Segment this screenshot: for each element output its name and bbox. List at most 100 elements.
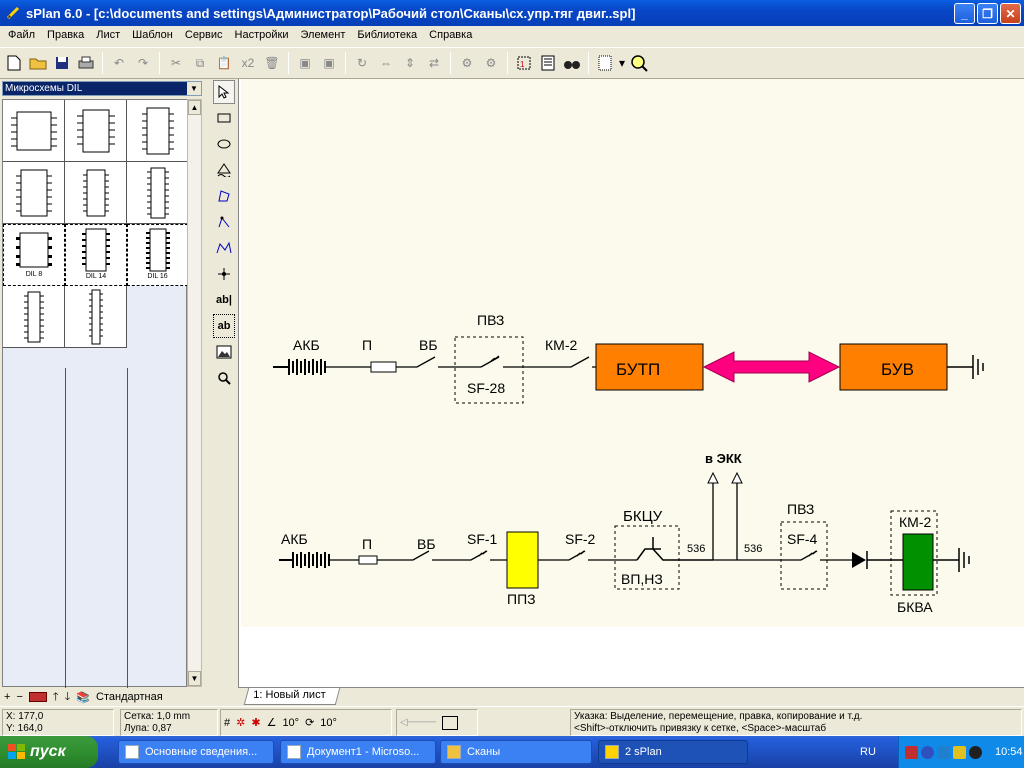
library-item-label: DIL 16 (147, 273, 168, 280)
library-item[interactable] (65, 286, 127, 348)
library-item[interactable] (65, 162, 127, 224)
junction-tool-icon[interactable] (213, 262, 235, 286)
angle-icon[interactable]: ∠ (266, 716, 277, 729)
grid-toggle-icon[interactable]: # (224, 716, 231, 729)
menu-file[interactable]: Файл (8, 29, 36, 41)
rotate-angle-icon[interactable]: ⟳ (305, 716, 315, 729)
mirror-v-icon[interactable]: ⇕ (404, 56, 416, 70)
start-button[interactable]: пуск (0, 736, 98, 768)
tray-app-icon[interactable] (905, 745, 918, 759)
scroll-down-icon[interactable]: ▼ (188, 671, 201, 686)
tray-network-icon[interactable] (921, 745, 934, 759)
library-item[interactable] (127, 100, 188, 162)
align-icon[interactable]: ⇄ (428, 56, 440, 70)
library-item-selected[interactable]: DIL 8 (3, 224, 65, 286)
numbering-icon[interactable]: 1 (513, 52, 535, 74)
delete-icon[interactable]: 🗑 (264, 56, 280, 70)
menu-service[interactable]: Сервис (184, 29, 223, 41)
row1-fuse-label: П (362, 337, 372, 353)
duplicate-button[interactable]: x2 (241, 56, 255, 70)
rectangle-tool-icon[interactable] (213, 106, 235, 130)
task-button-splan[interactable]: 2 sPlan (598, 740, 748, 764)
minimize-button[interactable]: _ (954, 3, 975, 24)
task-button-word-2[interactable]: Документ1 - Microso... (280, 740, 436, 764)
textbox-tool[interactable]: ab (213, 314, 235, 338)
dropdown-arrow-icon[interactable]: ▾ (618, 56, 626, 70)
mirror-h-icon[interactable]: ⇔ (380, 56, 392, 70)
page-grid-icon[interactable] (594, 52, 616, 74)
copy-icon[interactable]: ⧉ (195, 55, 205, 70)
menu-template[interactable]: Шаблон (132, 29, 173, 41)
new-file-icon[interactable] (3, 52, 25, 74)
rotate-icon[interactable]: ↻ (356, 56, 368, 70)
snap-icon[interactable]: ✱ (251, 716, 261, 729)
redo-icon[interactable]: ↷ (137, 56, 149, 70)
library-book-icon[interactable] (28, 692, 47, 702)
library-item[interactable] (3, 162, 65, 224)
library-item[interactable] (65, 100, 127, 162)
row1-km-label: КМ-2 (545, 337, 577, 353)
send-back-icon[interactable]: ▣ (323, 56, 335, 70)
library-item[interactable] (3, 100, 65, 162)
zoom-level: Лупа: 0,87 (124, 723, 172, 734)
polyline-tool-icon[interactable] (213, 236, 235, 260)
cut-icon[interactable]: ✂ (170, 56, 182, 70)
task-button-folder[interactable]: Сканы (440, 740, 592, 764)
sheet-canvas[interactable]: АКБ П ВБ ПВЗ SF-28 КМ-2 БУТП БУВ АКБ П (241, 79, 1024, 627)
menu-element[interactable]: Элемент (300, 29, 346, 41)
menu-edit[interactable]: Правка (47, 29, 85, 41)
menu-sheet[interactable]: Лист (96, 29, 121, 41)
save-icon[interactable] (51, 52, 73, 74)
paste-icon[interactable]: 📋 (216, 56, 232, 70)
menu-library[interactable]: Библиотека (357, 29, 418, 41)
maximize-button[interactable]: ❐ (977, 3, 998, 24)
drawing-area[interactable]: АКБ П ВБ ПВЗ SF-28 КМ-2 БУТП БУВ АКБ П (238, 79, 1024, 687)
library-item[interactable]: DIL 16 (127, 224, 188, 286)
tray-monitor-icon[interactable] (937, 745, 950, 759)
library-item[interactable]: DIL 14 (65, 224, 127, 286)
dil-chip-icon (147, 167, 169, 219)
library-item[interactable] (3, 286, 65, 348)
pointer-tool-icon[interactable] (213, 80, 235, 104)
line-style-preview[interactable]: ◁──── (396, 709, 478, 736)
undo-icon[interactable]: ↶ (113, 56, 125, 70)
close-button[interactable]: ✕ (1000, 3, 1021, 24)
ungroup-icon[interactable]: ⚙ (485, 56, 497, 70)
scroll-up-icon[interactable]: ▲ (188, 100, 201, 115)
magnet-icon[interactable]: ✲ (236, 716, 246, 729)
remove-library-icon[interactable]: − (16, 691, 23, 703)
tray-media-icon[interactable] (969, 745, 982, 759)
menu-settings[interactable]: Настройки (234, 29, 289, 41)
library-select[interactable]: Микросхемы DIL ▼ (2, 81, 202, 96)
tab-sheet-1[interactable]: 1: Новый лист (243, 688, 341, 705)
ellipse-tool-icon[interactable] (213, 132, 235, 156)
add-library-icon[interactable]: + (4, 691, 11, 703)
library-tab-standard[interactable]: Стандартная (96, 691, 163, 703)
search-binoculars-icon[interactable] (561, 52, 583, 74)
group-icon[interactable]: ⚙ (461, 56, 473, 70)
task-button-word-1[interactable]: Основные сведения... (118, 740, 274, 764)
row2-pvz-box (780, 521, 828, 590)
rotate-angle-value[interactable]: 10° (320, 716, 337, 729)
print-icon[interactable] (75, 52, 97, 74)
image-tool-icon[interactable] (213, 340, 235, 364)
bring-front-icon[interactable]: ▣ (299, 56, 311, 70)
move-up-icon[interactable]: 🡑 (52, 690, 59, 703)
tray-security-icon[interactable] (953, 745, 966, 759)
zoom-tool-icon[interactable] (213, 366, 235, 390)
chevron-down-icon[interactable]: ▼ (187, 82, 201, 95)
language-indicator[interactable]: RU (860, 746, 876, 758)
library-scrollbar[interactable]: ▲ ▼ (187, 99, 202, 687)
text-tool[interactable]: ab| (216, 294, 232, 306)
start-label: пуск (30, 743, 66, 760)
open-folder-icon[interactable] (27, 52, 49, 74)
angle-snap-value[interactable]: 10° (282, 716, 300, 729)
menu-help[interactable]: Справка (429, 29, 473, 41)
parts-list-icon[interactable] (537, 52, 559, 74)
library-item[interactable] (127, 162, 188, 224)
line-tool-icon[interactable] (213, 210, 235, 234)
move-down-icon[interactable]: 🡓 (64, 690, 71, 703)
polygon-tool-icon[interactable] (213, 158, 235, 182)
zoom-fit-icon[interactable] (628, 52, 650, 74)
bezier-tool-icon[interactable] (213, 184, 235, 208)
